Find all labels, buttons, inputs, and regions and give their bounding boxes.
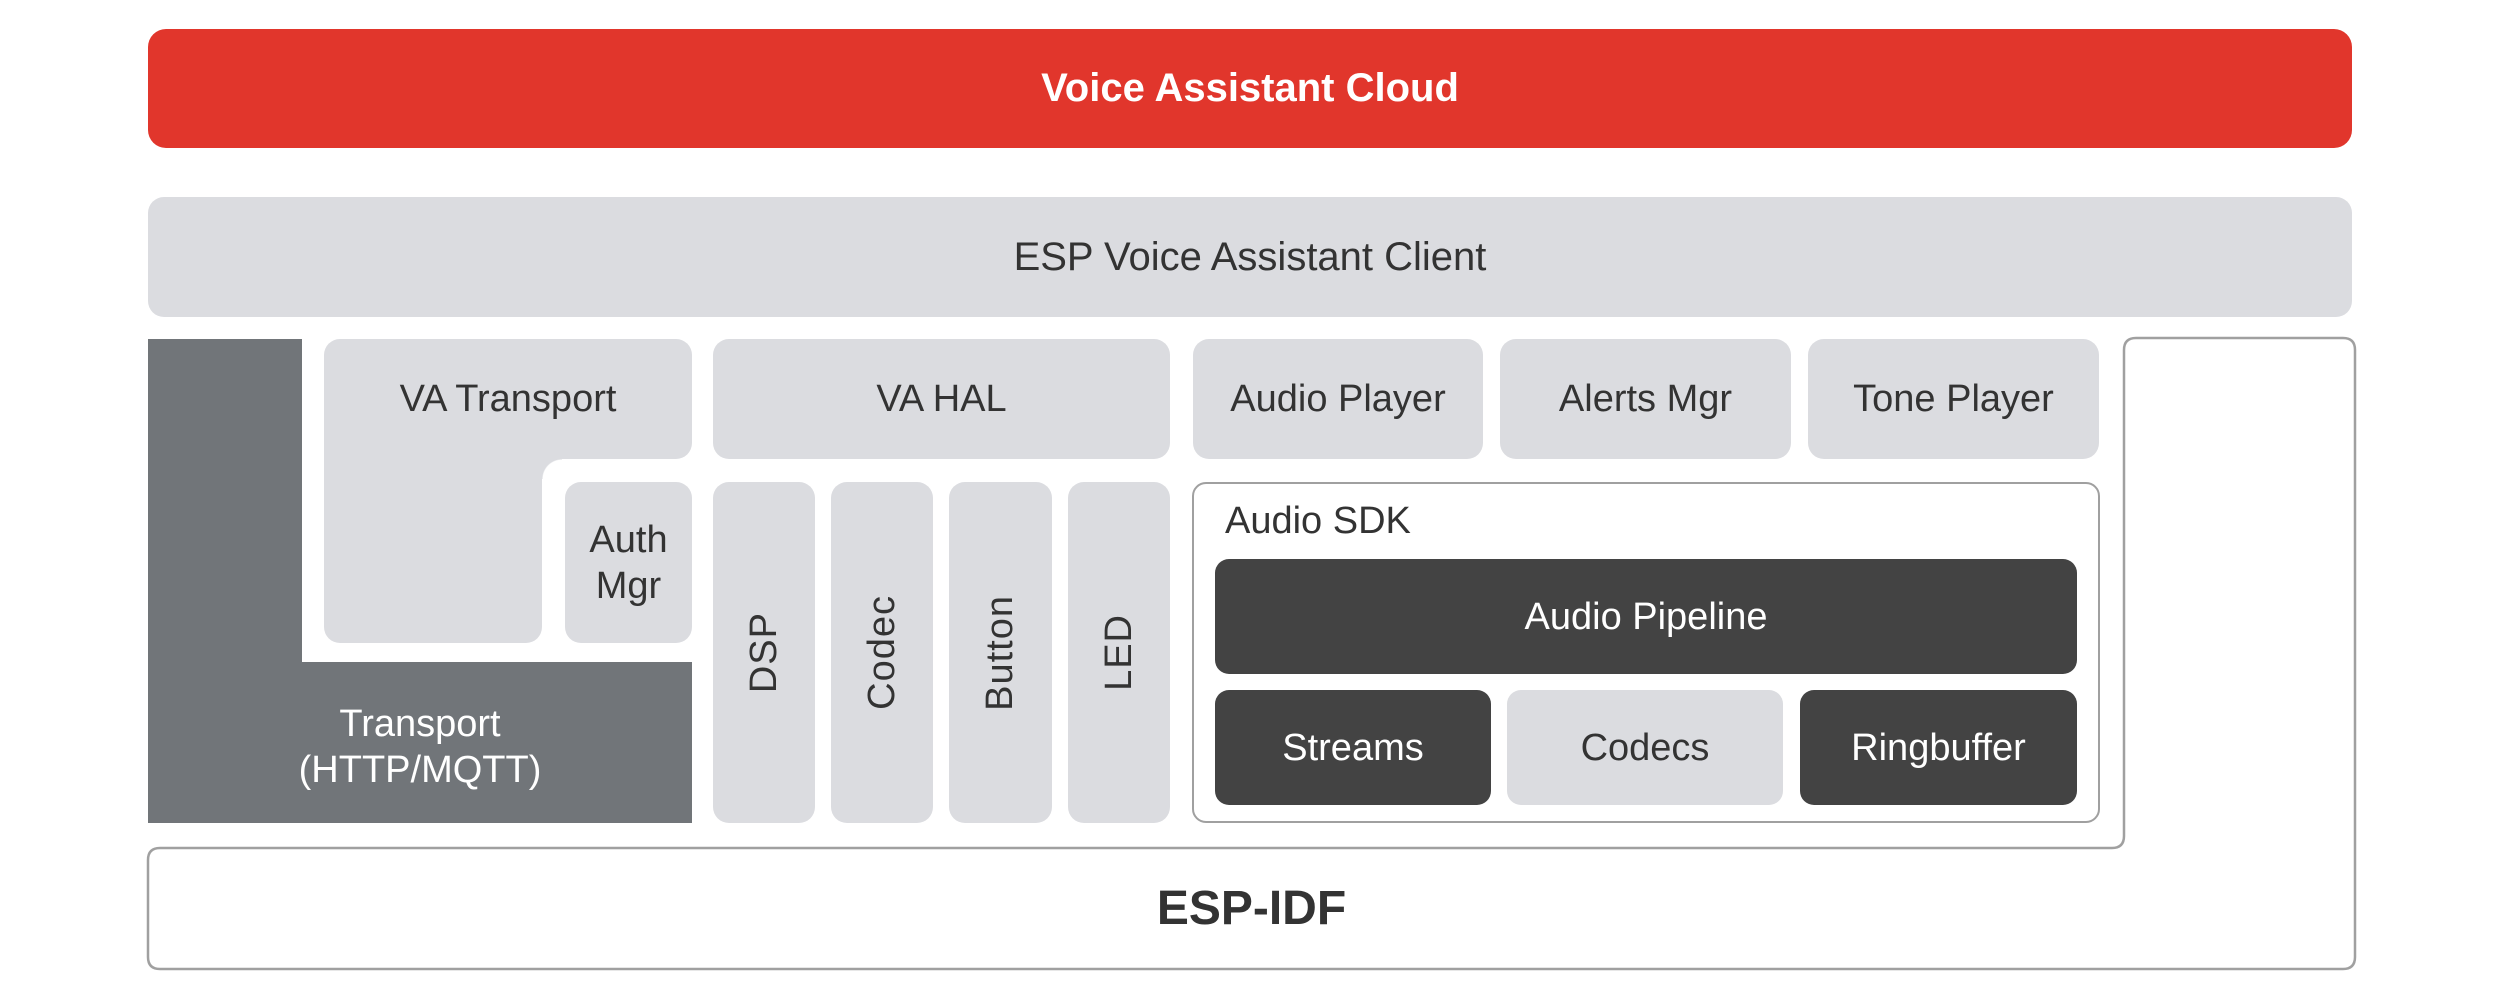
va-transport (324, 339, 692, 459)
auth-mgr-line2: Mgr (595, 564, 662, 607)
hal-module-led: LED (1068, 482, 1170, 823)
va-hal: VA HAL (713, 339, 1170, 459)
esp-idf: ESP-IDF (148, 848, 2355, 969)
audio-player: Audio Player (1193, 339, 1483, 459)
transport-block-shape (148, 339, 692, 823)
streams-label: Streams (1282, 726, 1424, 769)
tone-player: Tone Player (1808, 339, 2099, 459)
hal-module-label: LED (1097, 614, 1140, 691)
streams: Streams (1215, 690, 1491, 805)
audio-sdk-label: Audio SDK (1225, 500, 1411, 542)
cloud-label: Voice Assistant Cloud (1041, 66, 1459, 110)
auth-mgr: Auth Mgr (565, 482, 692, 643)
hal-module-dsp: DSP (713, 482, 815, 823)
ringbuffer-label: Ringbuffer (1851, 726, 2026, 769)
esp-idf-label: ESP-IDF (1156, 882, 1347, 935)
esp-idf-border (146, 336, 2357, 971)
hal-module-label: DSP (742, 611, 785, 694)
transport-line2: (HTTP/MQTT) (298, 748, 542, 791)
hal-module-codec: Codec (831, 482, 933, 823)
transport-http-mqtt: Transport (HTTP/MQTT) (148, 662, 692, 823)
va-transport-notch (542, 459, 562, 479)
alerts-mgr-label: Alerts Mgr (1558, 378, 1733, 420)
va-transport-label: VA Transport (399, 378, 617, 420)
voice-assistant-cloud: Voice Assistant Cloud (148, 29, 2352, 148)
esp-voice-assistant-client: ESP Voice Assistant Client (148, 197, 2352, 317)
alerts-mgr: Alerts Mgr (1500, 339, 1791, 459)
audio-player-label: Audio Player (1230, 378, 1446, 420)
auth-mgr-line1: Auth (589, 518, 668, 561)
transport-line1: Transport (339, 702, 501, 745)
audio-pipeline-label: Audio Pipeline (1524, 595, 1768, 638)
audio-pipeline: Audio Pipeline (1215, 559, 2077, 674)
ringbuffer: Ringbuffer (1800, 690, 2077, 805)
hal-module-label: Codec (860, 595, 903, 710)
va-transport-label-wrap: VA Transport (324, 339, 692, 459)
hal-module-button: Button (949, 482, 1052, 823)
tone-player-label: Tone Player (1853, 378, 2054, 420)
codecs-label: Codecs (1580, 726, 1710, 769)
va-transport-lower (324, 440, 542, 643)
va-hal-label: VA HAL (876, 378, 1007, 420)
client-label: ESP Voice Assistant Client (1013, 234, 1487, 279)
hal-module-label: Button (979, 594, 1021, 711)
codecs: Codecs (1507, 690, 1783, 805)
